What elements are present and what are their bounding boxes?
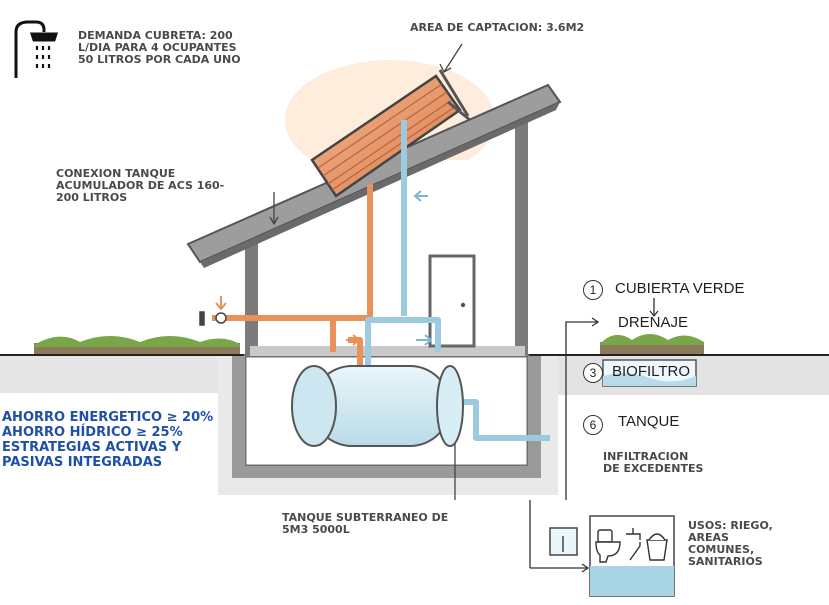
step-label-drainage: DRENAJE <box>618 314 689 331</box>
faucet-icon <box>626 528 641 561</box>
shower-icon <box>14 20 59 78</box>
savings-label: AHORRO ENERGETICO ≥ 20% AHORRO HÍDRICO ≥… <box>2 410 214 470</box>
demand-label: DEMANDA CUBRETA: 200 L/DIA PARA 4 OCUPAN… <box>78 29 241 66</box>
cold-water-pipe <box>365 120 550 441</box>
step-label-green-roof: CUBIERTA VERDE <box>615 280 745 297</box>
infiltration-label: INFILTRACION DE EXCEDENTES <box>603 450 704 475</box>
uses-label: USOS: RIEGO, AREAS COMUNES, SANITARIOS <box>688 519 773 568</box>
tank-connection-label: CONEXION TANQUE ACUMULADOR DE ACS 160- 2… <box>56 167 225 204</box>
roof <box>186 83 562 268</box>
water-tank-icon <box>291 365 464 447</box>
house <box>245 110 528 356</box>
toilet-icon <box>595 529 621 563</box>
cistern-floor <box>245 466 528 478</box>
capture-area-label: AREA DE CAPTACION: 3.6M2 <box>410 21 585 34</box>
step-label-tank: TANQUE <box>618 413 680 430</box>
valve-icon <box>199 311 227 326</box>
underground-tank-label: TANQUE SUBTERRANEO DE 5M3 5000L <box>282 511 449 536</box>
callout-arrows <box>269 43 463 500</box>
step-label-biofilter: BIOFILTRO <box>612 363 691 380</box>
bucket-icon <box>646 533 668 561</box>
step-number-3: 3 <box>583 363 603 383</box>
step-number-6: 6 <box>583 415 603 435</box>
solar-panel-icon <box>310 69 471 198</box>
step-number-1: 1 <box>583 280 603 300</box>
flow-arrows <box>215 190 433 346</box>
green-roof-grass-left <box>34 336 240 354</box>
